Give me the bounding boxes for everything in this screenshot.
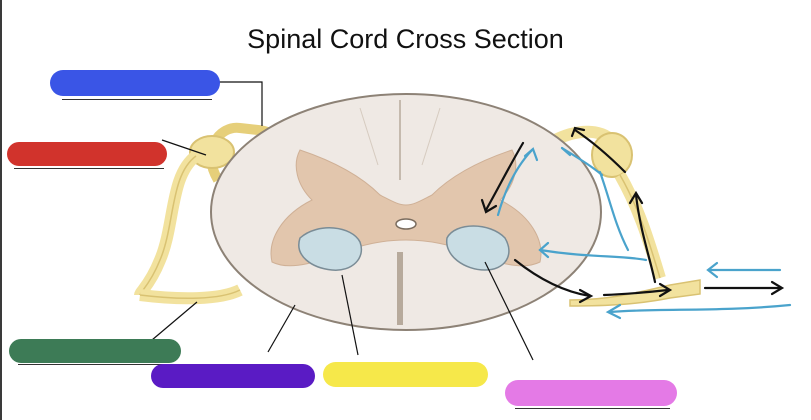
green-label-underline — [18, 364, 168, 365]
green-label-slot[interactable] — [9, 339, 181, 363]
dorsal-column-line-left — [359, 107, 379, 166]
sensory-arrows — [496, 146, 792, 320]
right-ventral-horn — [446, 225, 510, 271]
motor-arrows — [480, 126, 785, 304]
central-canal — [395, 218, 417, 230]
purple-label-slot[interactable] — [151, 364, 315, 388]
pink-label-underline — [515, 408, 670, 409]
dorsal-column-line-right — [421, 107, 441, 166]
blue-label-slot[interactable] — [50, 70, 220, 96]
blue-label-underline — [62, 99, 212, 100]
red-label-underline — [14, 168, 164, 169]
red-label-slot[interactable] — [7, 142, 167, 166]
left-ventral-horn — [298, 227, 363, 271]
diagram-title: Spinal Cord Cross Section — [247, 24, 564, 54]
yellow-label-slot[interactable] — [323, 362, 488, 387]
pink-label-slot[interactable] — [505, 380, 677, 406]
leader-lines — [151, 81, 534, 361]
left-border — [0, 0, 2, 420]
